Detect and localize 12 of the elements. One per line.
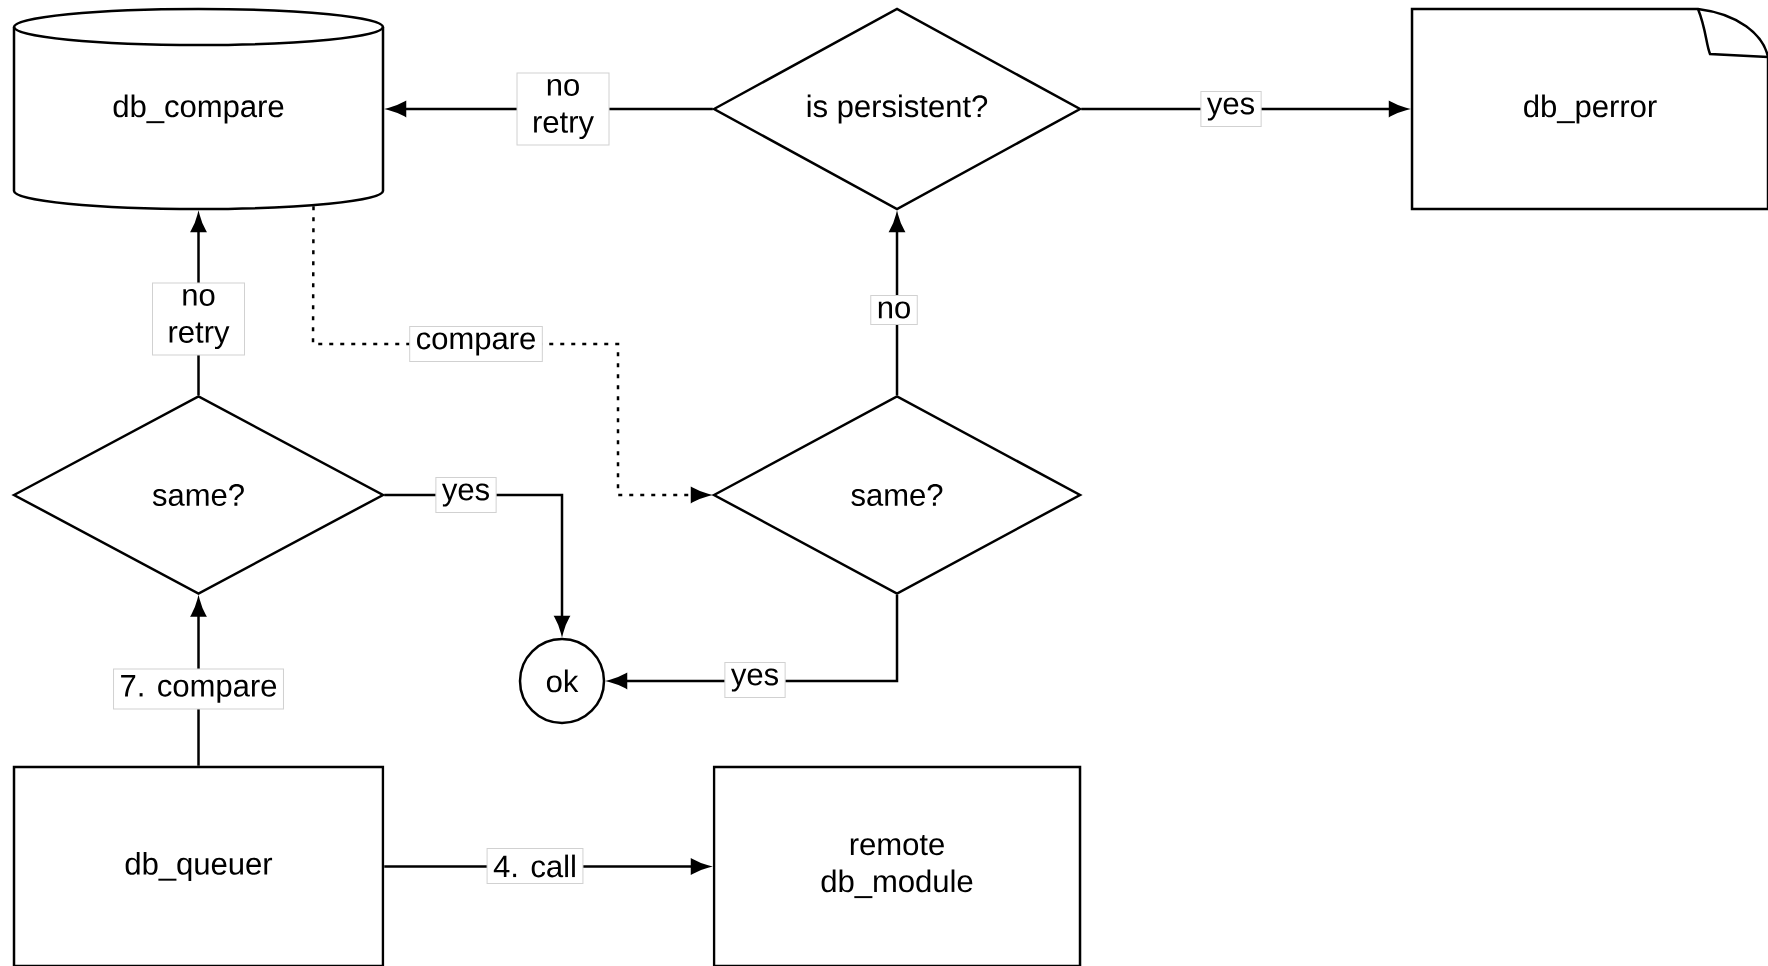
node-label: db_compare bbox=[113, 94, 284, 124]
edge-label: no retry bbox=[516, 72, 610, 146]
edge-label: yes bbox=[1200, 90, 1262, 128]
edge-label: no retry bbox=[152, 282, 245, 356]
edge-label: 7. compare bbox=[113, 668, 284, 710]
process-box: remote db_module bbox=[712, 765, 1082, 966]
edge-label: compare bbox=[409, 325, 543, 363]
database-cylinder: db_compare bbox=[12, 7, 385, 211]
process-box: db_queuer bbox=[12, 765, 385, 966]
edge-label: yes bbox=[724, 661, 786, 699]
edge-label: no bbox=[870, 295, 918, 325]
edge-label: yes bbox=[435, 476, 497, 514]
